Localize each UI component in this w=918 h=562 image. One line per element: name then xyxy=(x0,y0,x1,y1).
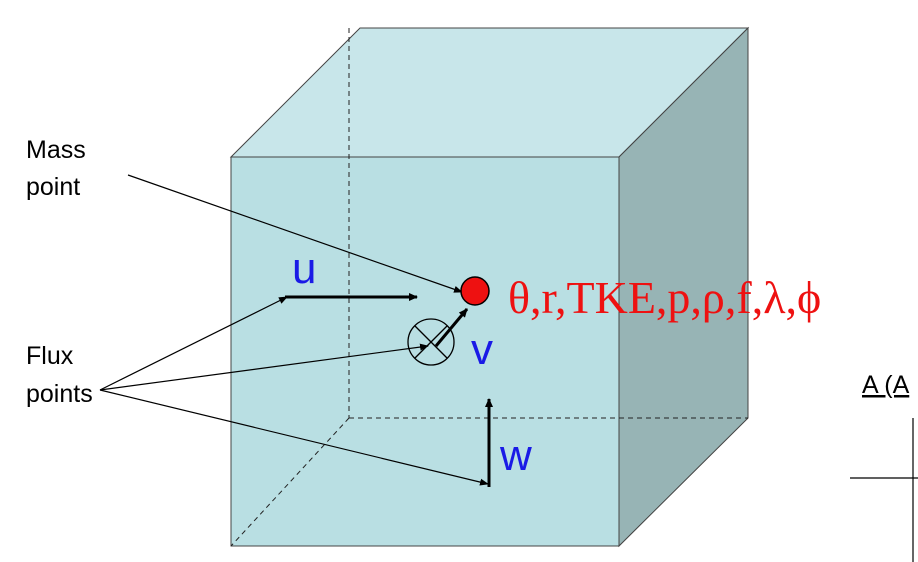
mass-point-dot xyxy=(460,276,490,306)
cutoff-axes xyxy=(850,418,918,562)
flux-pointer-u xyxy=(99,296,288,391)
flux-points-label-line2: points xyxy=(26,380,93,408)
mass-point-label-line1: Mass xyxy=(26,136,86,164)
mass-variables-label: θ,r,TKE,p,ρ,f,λ,ϕ xyxy=(508,272,821,323)
cutoff-caption: A (A xyxy=(862,371,910,399)
cube-front-face xyxy=(230,156,620,547)
flux-pointer-w xyxy=(99,389,489,486)
flux-pointer-v xyxy=(99,343,429,391)
v-flux-symbol xyxy=(407,318,455,366)
mass-point-label-line2: point xyxy=(26,173,80,201)
u-label: u xyxy=(292,244,316,293)
flux-points-label-line1: Flux xyxy=(26,342,74,370)
w-label: w xyxy=(499,431,532,480)
pointer-lines xyxy=(99,174,489,486)
mass-point-pointer xyxy=(127,174,463,293)
v-label: v xyxy=(471,325,493,374)
cube-hidden-edges xyxy=(230,28,748,547)
v-arrow xyxy=(434,308,469,347)
